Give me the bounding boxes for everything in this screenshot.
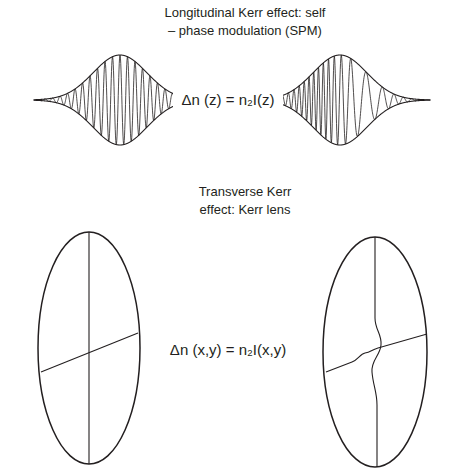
- section-heading: Transverse Kerr effect: Kerr lens: [198, 183, 293, 218]
- equation: Δn (x,y) = n₂I(x,y): [161, 339, 295, 361]
- distorted-wavefront: [326, 334, 427, 372]
- distorted-wavefront: [372, 237, 381, 467]
- wavefront-line: [88, 232, 89, 464]
- wavefront-line: [41, 333, 138, 372]
- beam-ellipse: [38, 232, 140, 464]
- equation: Δn (z) = n₂I(z): [173, 89, 283, 111]
- section-heading: Longitudinal Kerr effect: self – phase m…: [164, 4, 326, 39]
- beam-ellipse: [323, 237, 427, 467]
